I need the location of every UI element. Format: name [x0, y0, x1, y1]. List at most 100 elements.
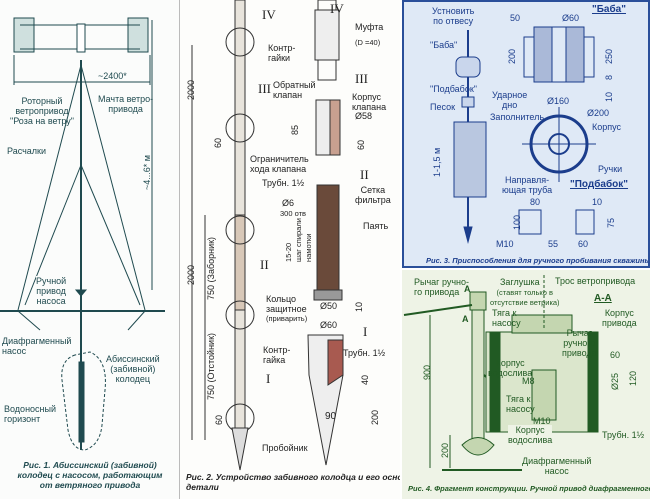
- dim-60-valve: 60: [356, 139, 366, 150]
- guys-label: Расчалки: [7, 146, 47, 156]
- figure-3-caption: Рис. 3. Приспособления для ручного проби…: [426, 256, 650, 265]
- driven-well-drawing: [191, 0, 344, 471]
- dim-6: Ø6: [282, 198, 295, 208]
- dim-40: 40: [360, 374, 370, 385]
- dim-60: Ø60: [562, 13, 580, 23]
- dim-250: 250: [604, 48, 614, 64]
- dim-8: 8: [604, 74, 614, 80]
- detail-iii-title: III: [355, 71, 368, 86]
- detail-iii-marker: III: [258, 81, 271, 96]
- m10-label: M10: [533, 416, 551, 426]
- m10-label: M10: [496, 239, 514, 249]
- detail-i-marker: I: [266, 371, 271, 386]
- dim-200: 200: [507, 48, 517, 64]
- figure-4-caption: Рис. 4. Фрагмент конструкции. Ручной при…: [408, 484, 650, 493]
- baba-title: "Баба": [592, 4, 626, 15]
- m8-label: M8: [522, 376, 535, 386]
- dim-85: 85: [290, 124, 300, 135]
- dim-200: 200: [370, 409, 380, 425]
- podbabok-pointer-label: "Подбабок": [430, 84, 477, 94]
- section-a-a-title: A-A: [594, 293, 612, 304]
- coupling-diameter: (D =40): [355, 38, 381, 47]
- dim-25: Ø25: [610, 372, 620, 390]
- guide-pipe-label: Направля-ющая труба: [502, 175, 553, 195]
- driving-tools-drawing: [453, 26, 596, 244]
- podbabok-title: "Подбабок": [570, 179, 629, 190]
- pipe-label-upper: Трубн. 1½: [262, 178, 305, 188]
- dim-90: 90: [325, 411, 337, 422]
- solder-label: Паять: [363, 221, 389, 231]
- coupling-label: Муфта: [355, 22, 384, 32]
- windmill-well-drawing: [0, 17, 165, 451]
- baba-pointer-label: "Баба": [430, 40, 458, 50]
- detail-ii-marker: II: [260, 257, 269, 272]
- dim-200-diameter: Ø200: [587, 108, 610, 118]
- dim-10: 10: [354, 301, 364, 312]
- plug-label: Заглушка: [500, 277, 540, 287]
- dim-60: 60: [610, 350, 621, 360]
- sand-label: Песок: [430, 102, 456, 112]
- figure-1-caption: Рис. 1. Абиссинский (забивной)колодец с …: [17, 460, 163, 490]
- dim-160: Ø160: [547, 96, 570, 106]
- dim-50: Ø50: [320, 301, 338, 311]
- detail-iv-title: IV: [330, 1, 344, 16]
- driving-tip-label: Пробойник: [262, 443, 308, 453]
- detail-ii-title: II: [360, 167, 369, 182]
- hand-lever-label: Рычаг ручно-го привода: [414, 277, 470, 297]
- figure-2-driven-well: IV III II I IV III II I 2000 60 Контр-га…: [180, 0, 400, 499]
- sump-dimension: 750 (Отстойник): [206, 332, 216, 400]
- dim-10: 10: [604, 91, 614, 102]
- dim-60-tip: 60: [214, 414, 224, 425]
- height-dimension: ~4...6* м: [142, 155, 152, 190]
- dim-60b: 60: [578, 239, 589, 249]
- dim-2000-lower: 2000: [186, 264, 196, 285]
- section-a-bottom: A: [462, 314, 469, 324]
- pipe-label: Трубн. 1½: [602, 430, 645, 440]
- dim-80: 80: [530, 197, 541, 207]
- holes-count: 300 отв: [280, 209, 307, 218]
- locknut-label: Контр-гайка: [263, 345, 291, 365]
- dim-55: 55: [548, 239, 559, 249]
- figure-4-hand-drive: Рычаг ручно-го привода A A Заглушка (ста…: [402, 270, 650, 499]
- dim-50: 50: [510, 13, 521, 23]
- pipe-label-lower: Трубн. 1½: [343, 348, 386, 358]
- wind-cable-label: Трос ветропривода: [555, 276, 636, 286]
- filler-label: Заполнитель: [490, 112, 545, 122]
- locknuts-label: Контр-гайки: [268, 43, 296, 63]
- dim-75: 75: [606, 217, 616, 228]
- dim-100: 100: [512, 214, 522, 230]
- detail-iv-marker: IV: [262, 7, 276, 22]
- intake-dimension: 750 (Заборник): [206, 236, 216, 300]
- detail-i-title: I: [363, 324, 368, 339]
- dim-2000-upper: 2000: [186, 79, 196, 100]
- figure-2-caption: Рис. 2. Устройство забивного колодца и е…: [186, 472, 400, 492]
- section-a-top: A: [464, 284, 471, 294]
- dim-200: 200: [440, 442, 450, 458]
- dim-58: Ø58: [355, 111, 373, 121]
- handles-label: Ручки: [598, 164, 623, 174]
- mast-label: Мачта ветро-привода: [98, 94, 154, 114]
- dim-900: 900: [422, 364, 432, 380]
- dim-120: 120: [628, 370, 638, 386]
